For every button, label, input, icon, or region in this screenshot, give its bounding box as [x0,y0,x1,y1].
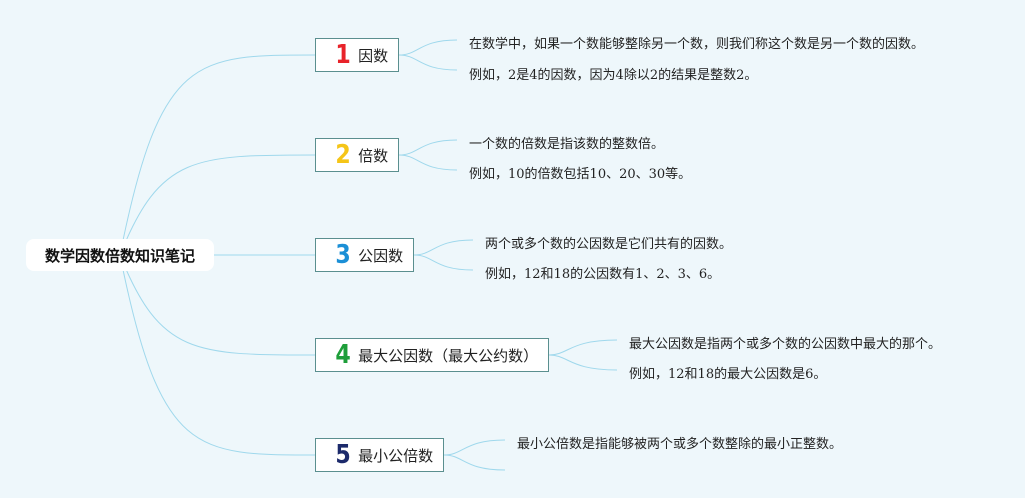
topic-label: 因数 [358,46,389,65]
root-connector [119,254,316,456]
note-connector [548,354,618,371]
note-definition: 一个数的倍数是指该数的整数倍。 [469,137,665,152]
topic-common-factor[interactable]: 3 公因数 [315,238,415,272]
root-connector [119,254,316,356]
root-connector [119,154,316,256]
topic-lcm[interactable]: 5 最小公倍数 [315,438,445,472]
number-5-icon: 5 [335,440,351,470]
note-connector [443,439,506,456]
number-2-icon: 2 [335,140,351,170]
number-4-icon: 4 [335,340,351,370]
note-connector [413,239,474,256]
topic-multiple[interactable]: 2 倍数 [315,138,400,172]
topic-factor[interactable]: 1 因数 [315,38,400,72]
note-connector [548,339,618,356]
note-connector [398,154,458,171]
note-definition: 在数学中，如果一个数能够整除另一个数，则我们称这个数是另一个数的因数。 [469,37,925,52]
note-example: 例如，12和18的公因数有1、2、3、6。 [485,267,721,282]
note-definition: 最小公倍数是指能够被两个或多个数整除的最小正整数。 [517,437,843,452]
note-connector [398,54,458,71]
note-connector [398,39,458,56]
root-node[interactable]: 数学因数倍数知识笔记 [26,239,214,271]
topic-label: 最大公因数（最大公约数） [358,346,539,365]
root-title: 数学因数倍数知识笔记 [44,246,195,265]
number-1-icon: 1 [335,40,351,70]
topic-label: 公因数 [358,246,404,265]
number-3-icon: 3 [335,240,351,270]
note-definition: 两个或多个数的公因数是它们共有的因数。 [485,237,733,252]
root-connector [119,54,316,256]
note-example: 例如，12和18的最大公因数是6。 [629,367,827,382]
topic-label: 最小公倍数 [358,446,434,465]
note-connector [398,139,458,156]
note-definition: 最大公因数是指两个或多个数的公因数中最大的那个。 [629,337,942,352]
note-example: 例如，2是4的因数，因为4除以2的结果是整数2。 [469,68,758,83]
topic-label: 倍数 [358,146,389,165]
note-connector [443,454,506,471]
note-example: 例如，10的倍数包括10、20、30等。 [469,167,692,182]
topic-gcd[interactable]: 4 最大公因数（最大公约数） [315,338,550,372]
note-connector [413,254,474,271]
